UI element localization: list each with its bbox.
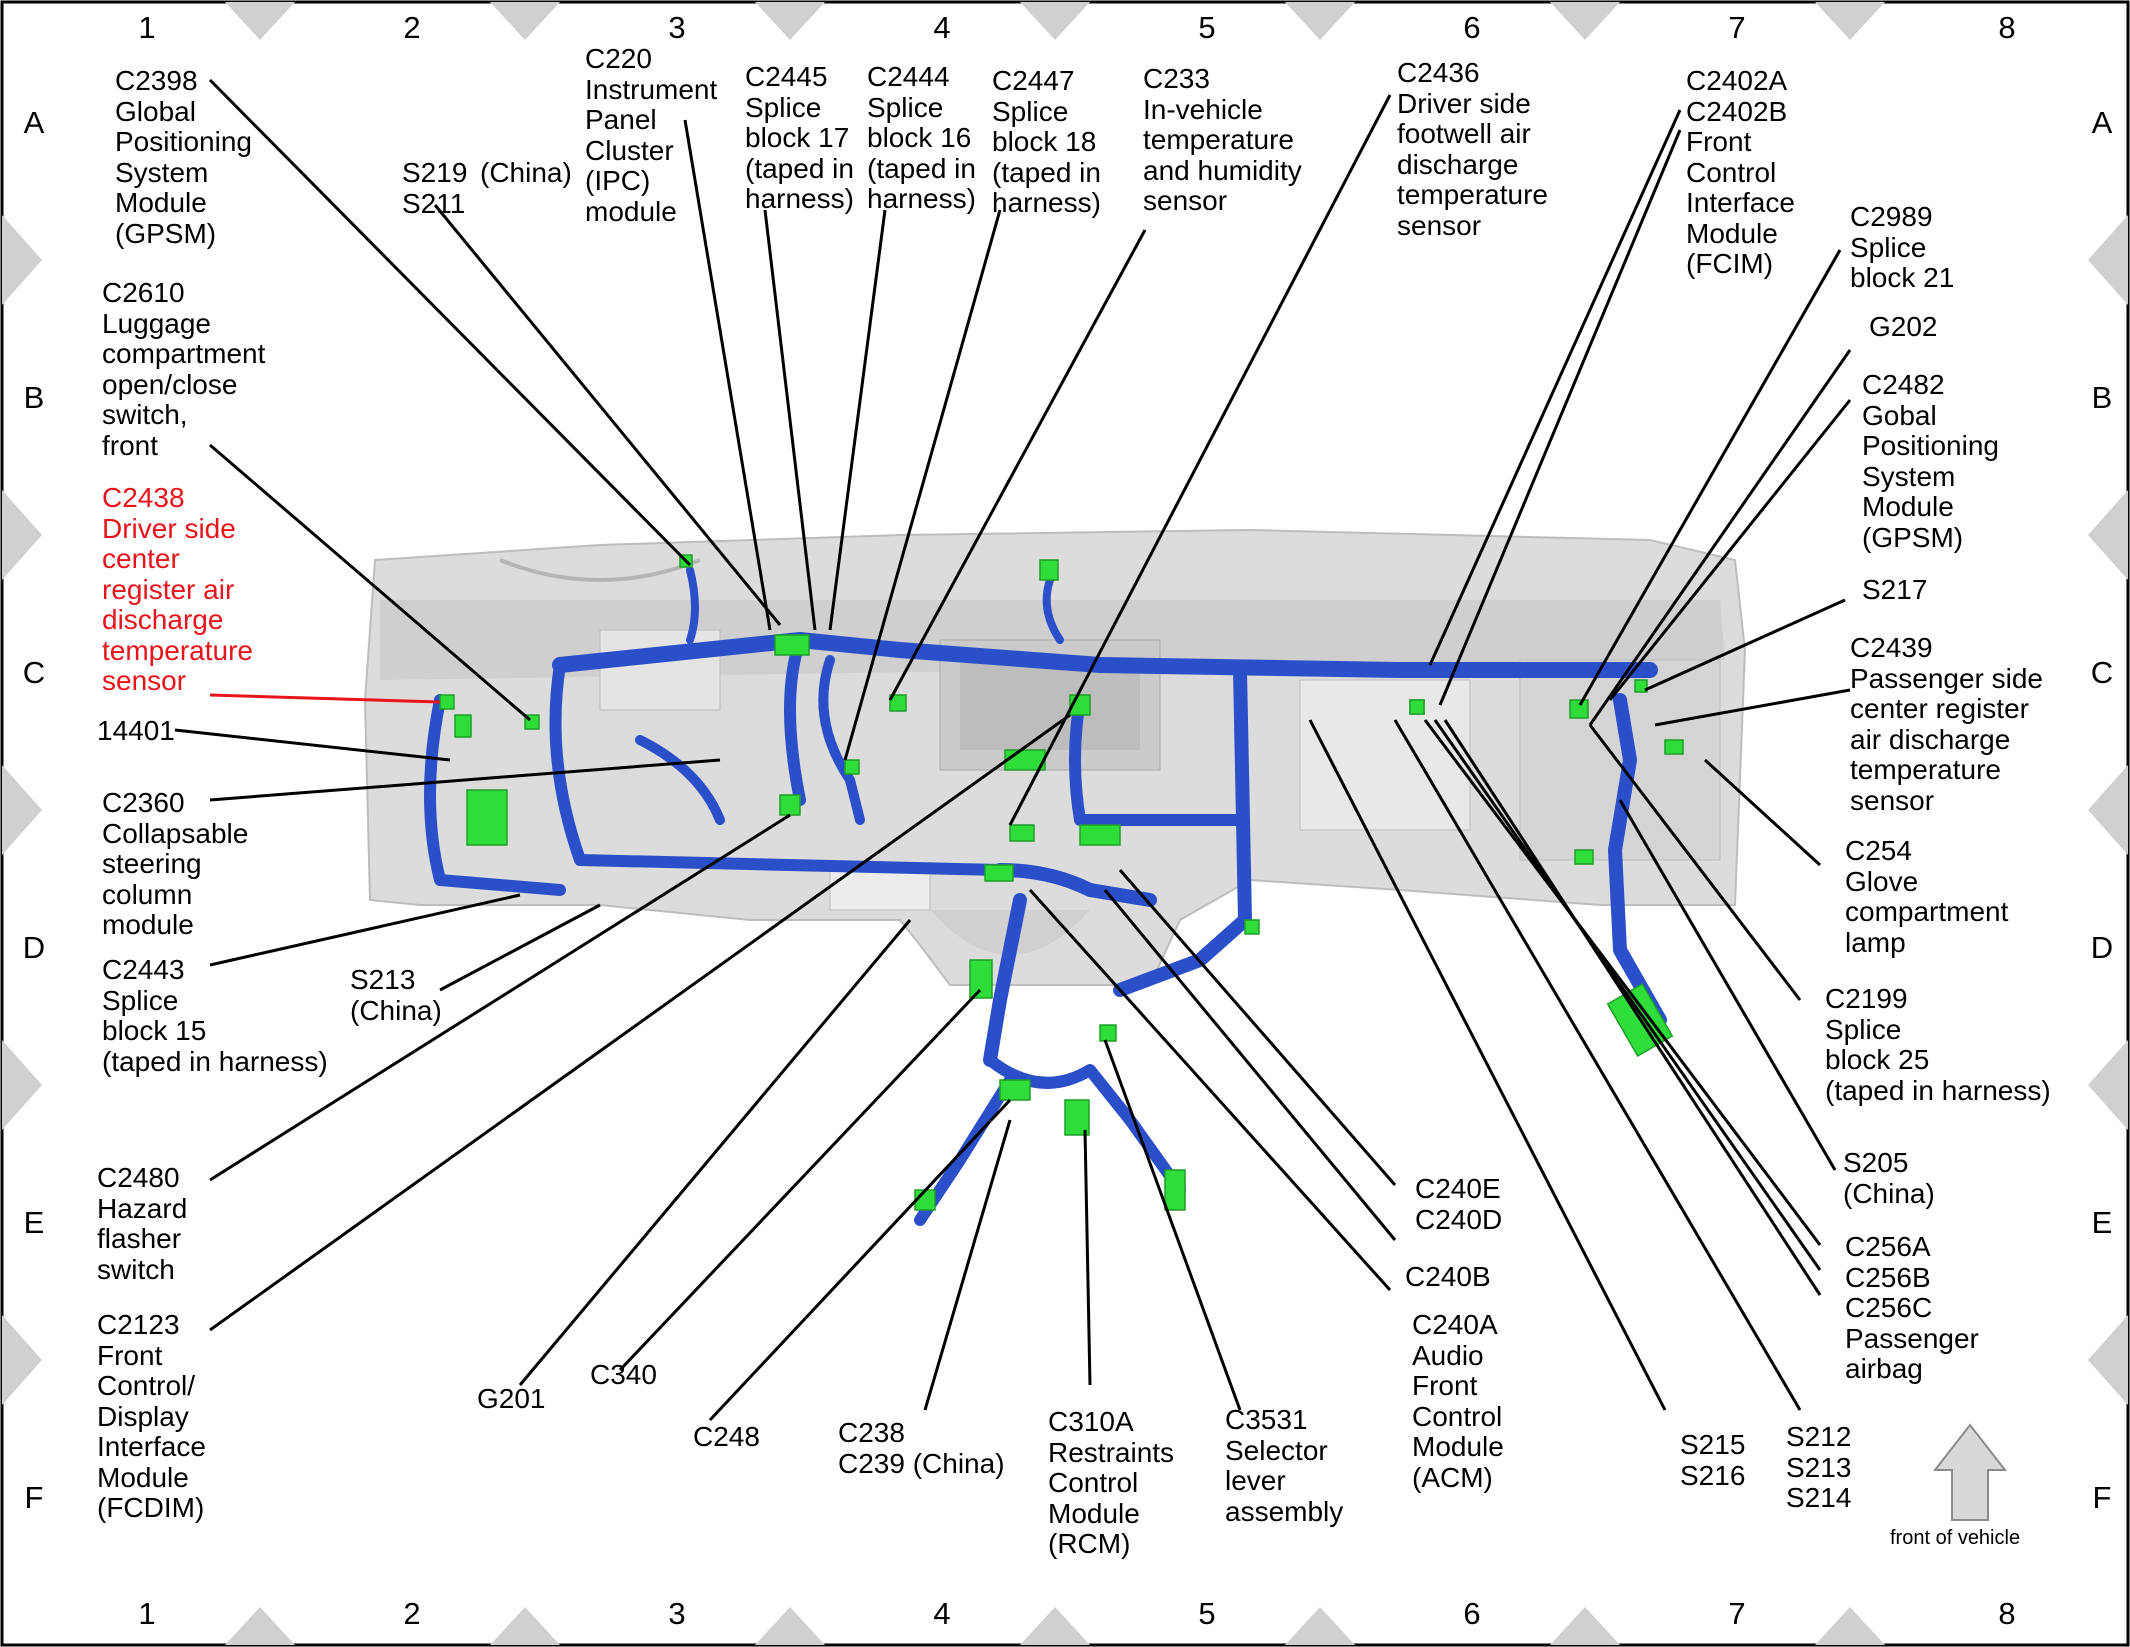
grid-row-c-left: C — [22, 655, 46, 690]
label-c233: C233 In-vehicle temperature and humidity… — [1143, 63, 1302, 216]
label-c310a: C310A Restraints Control Module (RCM) — [1048, 1406, 1175, 1559]
label-c2482: C2482 Gobal Positioning System Module (G… — [1862, 369, 1999, 553]
label-c256: C256A C256B C256C Passenger airbag — [1845, 1231, 1979, 1384]
label-c220: C220 Instrument Panel Cluster (IPC) modu… — [585, 43, 718, 227]
grid-row-d-left: D — [22, 930, 46, 965]
connector-c340 — [969, 959, 993, 999]
label-c240e-c240d: C240E C240D — [1415, 1173, 1503, 1235]
connector-c2402-right — [1409, 699, 1425, 715]
connector-c2436 — [1009, 824, 1035, 842]
connector-c3531 — [1099, 1024, 1117, 1042]
label-c340: C340 — [590, 1359, 657, 1390]
grid-col-5-bottom: 5 — [1198, 1596, 1216, 1631]
label-c2447: C2447 Splice block 18 (taped in harness) — [992, 65, 1101, 218]
leader-lines — [174, 78, 1852, 1422]
connector-bottom-right — [1164, 1169, 1186, 1211]
connector-c2445 — [774, 634, 810, 656]
label-c2444: C2444 Splice block 16 (taped in harness) — [867, 61, 976, 214]
connector-top-center — [1039, 559, 1059, 581]
label-s217: S217 — [1862, 574, 1928, 605]
label-c248: C248 — [693, 1421, 760, 1452]
label-c2989: C2989 Splice block 21 — [1850, 201, 1955, 293]
label-s212-s214: S212 S213 S214 — [1786, 1421, 1852, 1513]
label-g202: G202 — [1869, 311, 1938, 342]
grid-col-2-bottom: 2 — [403, 1596, 421, 1631]
connector-14401 — [454, 714, 472, 738]
label-s215-s216: S215 S216 — [1680, 1429, 1746, 1491]
connector-c2447 — [844, 759, 860, 775]
grid-row-c-right: C — [2090, 655, 2114, 690]
connector-c254 — [1664, 739, 1684, 755]
label-c2438: C2438 Driver side center register air di… — [102, 482, 253, 696]
grid-col-4-top: 4 — [933, 10, 951, 45]
grid-col-8-bottom: 8 — [1998, 1596, 2016, 1631]
grid-col-3-bottom: 3 — [668, 1596, 686, 1631]
label-c254: C254 Glove compartment lamp — [1845, 835, 2009, 958]
grid-col-6-bottom: 6 — [1463, 1596, 1481, 1631]
grid-col-6-top: 6 — [1463, 10, 1481, 45]
connector-s217 — [1634, 679, 1648, 693]
label-c3531: C3531 Selector lever assembly — [1225, 1404, 1344, 1527]
label-c2436: C2436 Driver side footwell air discharge… — [1397, 57, 1548, 241]
grid-row-d-right: D — [2090, 930, 2114, 965]
label-s219-china: (China) — [480, 157, 572, 188]
connector-c240a — [1244, 919, 1260, 935]
grid-row-f-left: F — [24, 1480, 44, 1515]
grid-row-b-left: B — [23, 380, 45, 415]
grid-row-e-right: E — [2091, 1205, 2113, 1240]
grid-row-a-right: A — [2091, 105, 2113, 140]
connector-c2199 — [1574, 849, 1594, 865]
connector-c240e — [984, 864, 1014, 882]
grid-col-1-top: 1 — [138, 10, 156, 45]
connector-c2438 — [439, 694, 455, 710]
grid-col-3-top: 3 — [668, 10, 686, 45]
label-c2439: C2439 Passenger side center register air… — [1850, 632, 2044, 816]
grid-col-2-top: 2 — [403, 10, 421, 45]
label-s205: S205 (China) — [1843, 1147, 1935, 1209]
label-c2445: C2445 Splice block 17 (taped in harness) — [745, 61, 854, 214]
connector-c233 — [889, 694, 907, 712]
grid-row-a-left: A — [23, 105, 45, 140]
label-c2610: C2610 Luggage compartment open/close swi… — [102, 277, 266, 461]
label-c238-c239: C238 C239 (China) — [838, 1417, 1005, 1479]
label-s213-china: S213 (China) — [350, 964, 442, 1026]
label-s219-s211: S219 S211 — [402, 157, 468, 219]
connector-c2989 — [1569, 699, 1589, 719]
connector-c2402 — [1079, 824, 1121, 846]
front-arrow-icon — [1932, 1423, 2008, 1521]
grid-row-f-right: F — [2092, 1480, 2112, 1515]
label-c2402: C2402A C2402B Front Control Interface Mo… — [1686, 65, 1795, 279]
grid-col-1-bottom: 1 — [138, 1596, 156, 1631]
label-14401: 14401 — [97, 715, 175, 746]
grid-row-b-right: B — [2091, 380, 2113, 415]
label-c2398: C2398 Global Positioning System Module (… — [115, 65, 252, 249]
label-c2360: C2360 Collapsable steering column module — [102, 787, 249, 940]
label-c2480: C2480 Hazard flasher switch — [97, 1162, 188, 1285]
label-c240b: C240B — [1405, 1261, 1491, 1292]
leader-line-c2438 — [209, 693, 441, 704]
connector-c2360 — [466, 789, 508, 846]
grid-col-7-bottom: 7 — [1728, 1596, 1746, 1631]
grid-col-5-top: 5 — [1198, 10, 1216, 45]
grid-col-8-top: 8 — [1998, 10, 2016, 45]
grid-col-4-bottom: 4 — [933, 1596, 951, 1631]
connector-c238 — [999, 1079, 1031, 1101]
grid-col-7-top: 7 — [1728, 10, 1746, 45]
connector-c2480 — [779, 794, 801, 816]
label-c2199: C2199 Splice block 25 (taped in harness) — [1825, 983, 2051, 1106]
connector-c310a — [1064, 1099, 1090, 1136]
label-c2123: C2123 Front Control/ Display Interface M… — [97, 1309, 206, 1523]
grid-row-e-left: E — [23, 1205, 45, 1240]
label-front-of-vehicle: front of vehicle — [1890, 1527, 2021, 1549]
label-c240a: C240A Audio Front Control Module (ACM) — [1412, 1309, 1504, 1493]
label-g201: G201 — [477, 1383, 546, 1414]
label-c2443: C2443 Splice block 15 (taped in harness) — [102, 954, 328, 1077]
